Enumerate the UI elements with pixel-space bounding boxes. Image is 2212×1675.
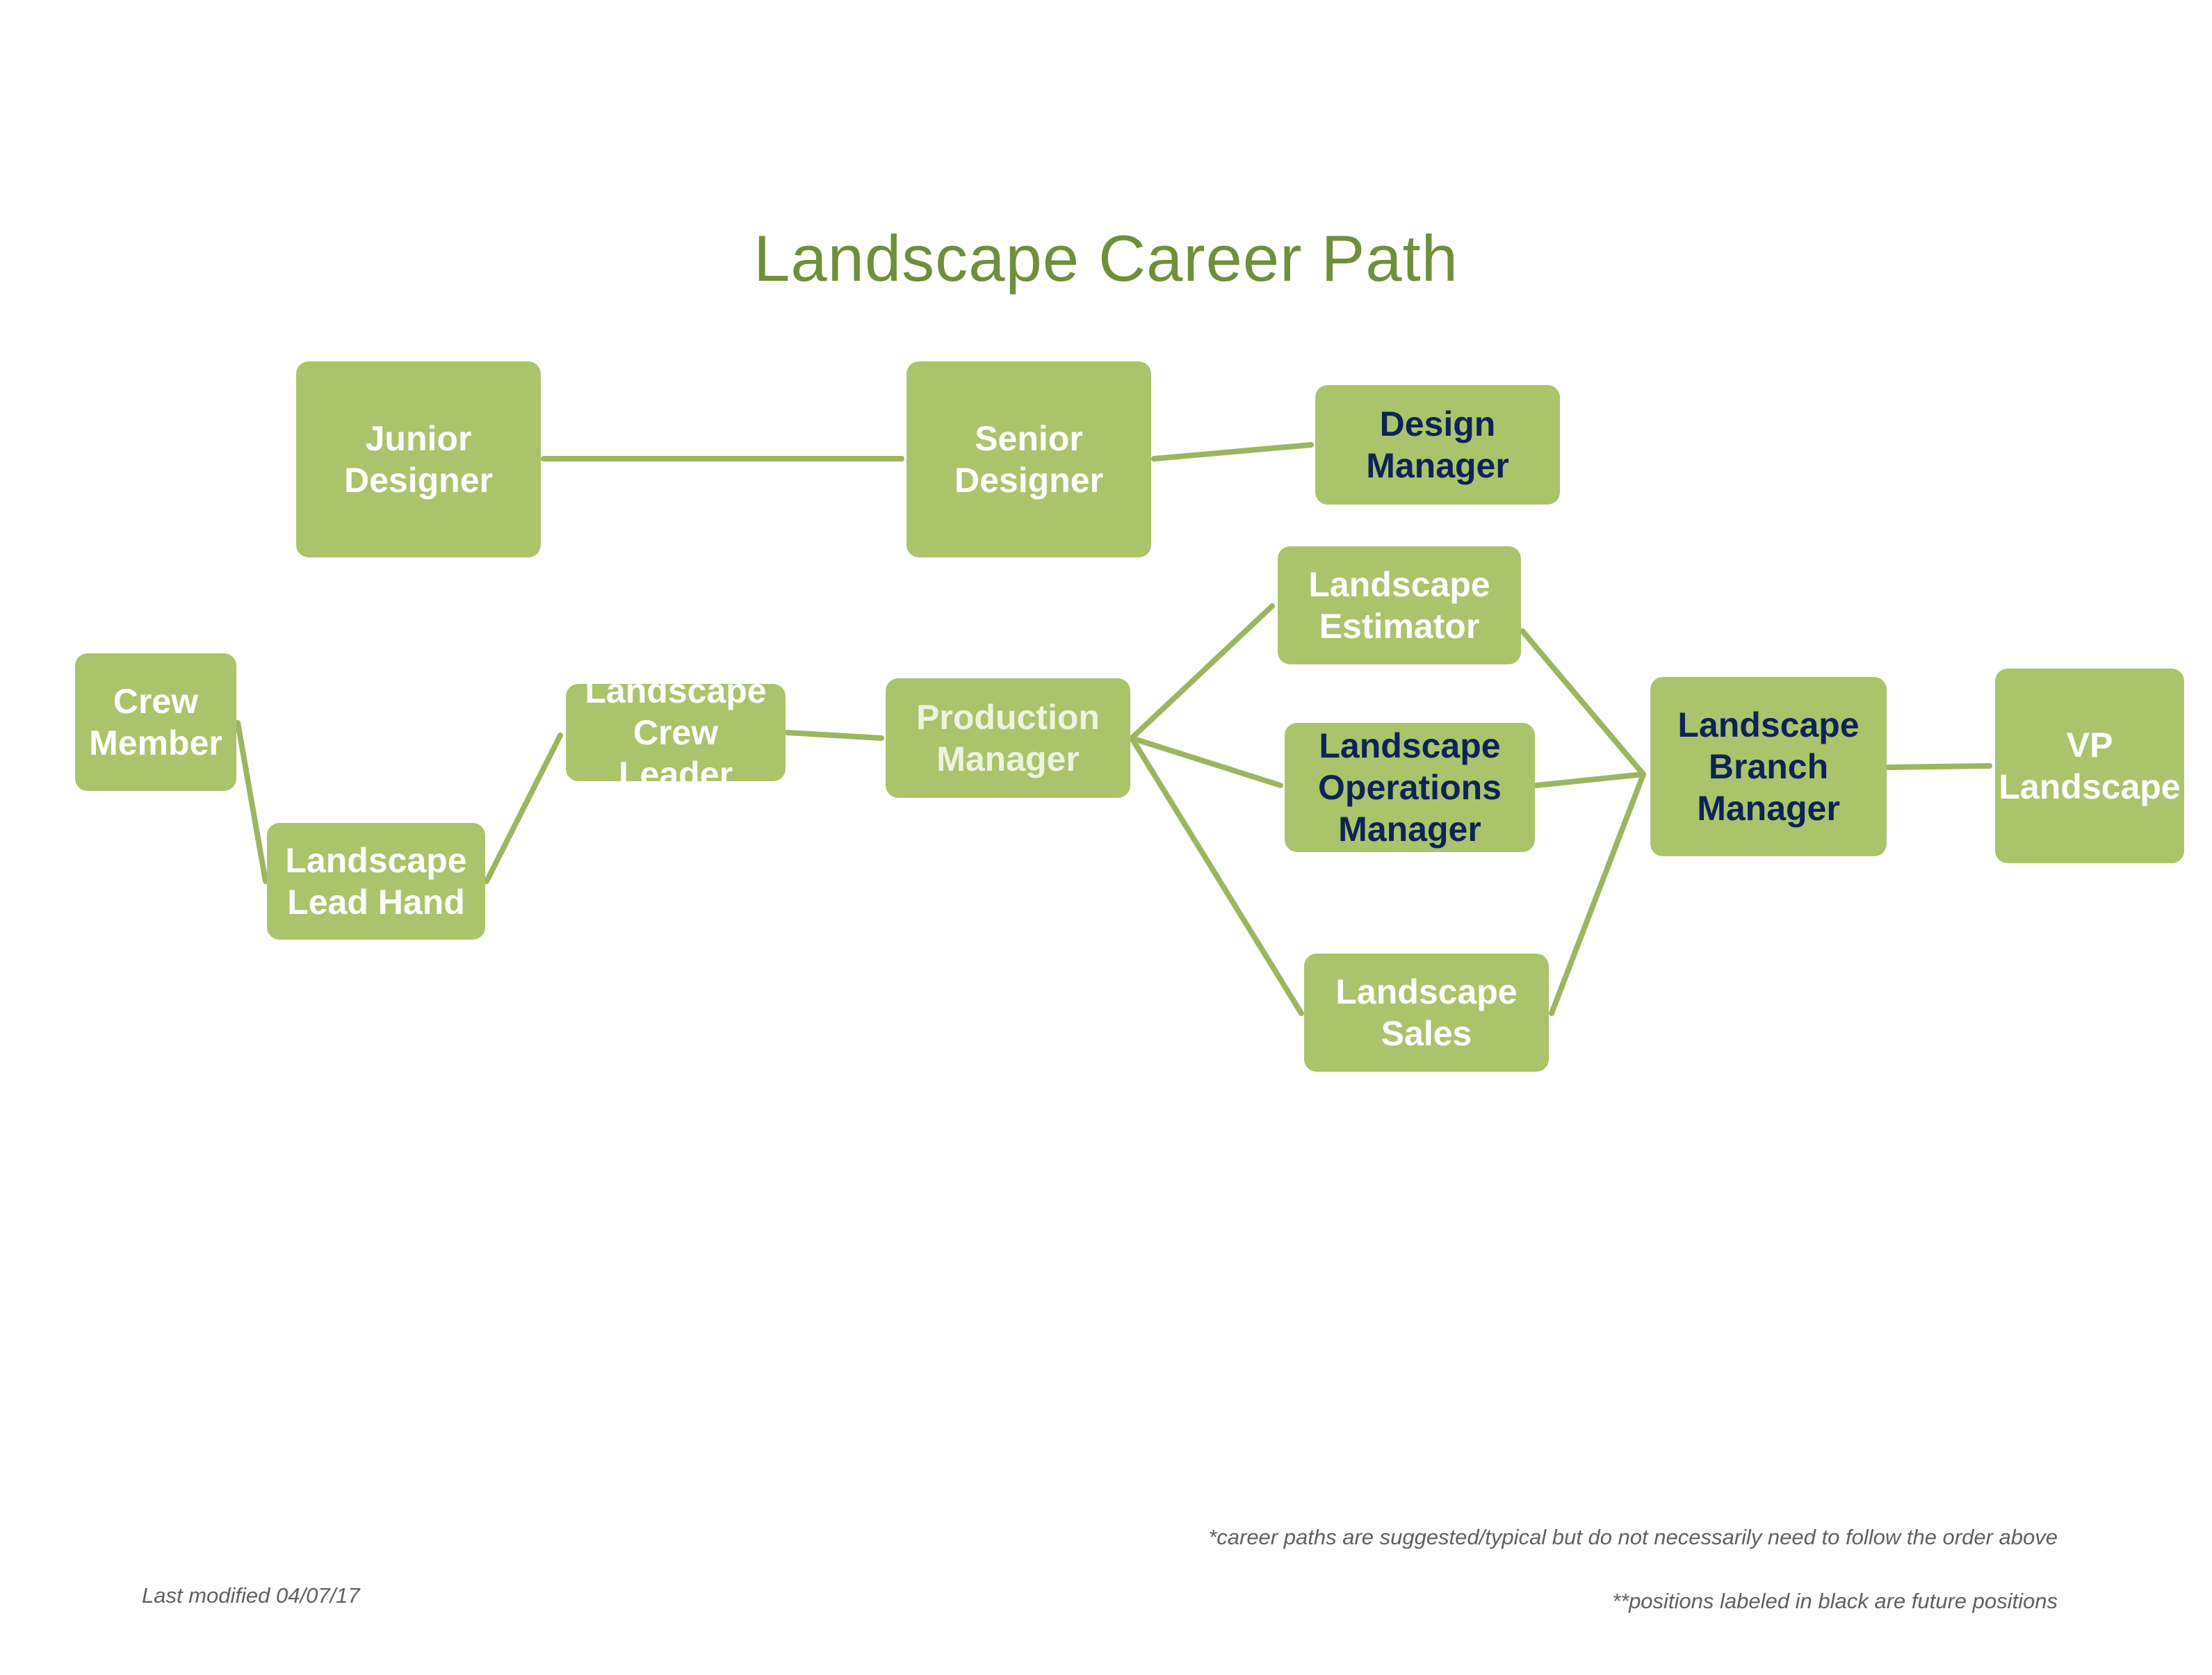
node-label-line: Branch — [1708, 747, 1829, 786]
connector-production-to-estimator — [1129, 603, 1275, 741]
node-label-line: Crew Leader — [619, 713, 733, 794]
connector-lead-hand-to-crew-leader — [484, 733, 563, 884]
connector-production-to-sales — [1129, 735, 1304, 1016]
node-label-line: Design — [1379, 405, 1496, 443]
connector-production-to-operations — [1129, 735, 1283, 788]
node-label-line: Landscape — [1308, 565, 1490, 604]
node-label-line: Manager — [1338, 810, 1481, 849]
connector-crew-member-to-lead-hand — [235, 720, 268, 884]
connector-crew-leader-to-production-manager — [784, 730, 884, 741]
node-label-line: Manager — [1366, 446, 1509, 485]
node-label-line: Lead Hand — [287, 883, 465, 922]
node-label-line: Junior — [365, 419, 472, 458]
node-label-line: Sales — [1381, 1014, 1472, 1053]
node-label-line: Operations — [1318, 768, 1502, 807]
connector-estimator-to-branch-manager — [1520, 628, 1646, 777]
node-label-line: Manager — [936, 740, 1080, 778]
node-label-line: Landscape — [1999, 767, 2181, 806]
connector-senior-to-design-manager — [1151, 442, 1314, 461]
node-label-line: Senior — [975, 419, 1083, 458]
node-label-line: Landscape — [585, 671, 767, 710]
future-positions-note: **positions labeled in black are future … — [1611, 1589, 2058, 1613]
diagram-title: Landscape Career Path — [754, 222, 1458, 295]
connector-sales-to-branch-manager — [1549, 771, 1646, 1016]
node-label-line: Production — [916, 698, 1100, 737]
node-label-line: Landscape — [285, 841, 467, 880]
node-label-line: Landscape — [1677, 705, 1860, 744]
node-label-line: Crew — [113, 682, 199, 721]
connector-branch-to-vp-landscape — [1885, 763, 1992, 770]
node-label-line: Landscape — [1335, 972, 1518, 1011]
connector-operations-to-branch-manager — [1534, 771, 1646, 788]
node-label-line: VP — [2066, 726, 2113, 765]
node-label-line: Designer — [344, 461, 493, 500]
node-label-line: Landscape — [1319, 726, 1501, 765]
node-label-line: Member — [89, 724, 222, 762]
node-label-line: Designer — [954, 461, 1103, 500]
career-path-note: *career paths are suggested/typical but … — [1208, 1525, 2058, 1549]
node-label-line: Manager — [1697, 789, 1840, 828]
last-modified-note: Last modified 04/07/17 — [142, 1583, 360, 1608]
node-label-line: Estimator — [1319, 607, 1480, 646]
